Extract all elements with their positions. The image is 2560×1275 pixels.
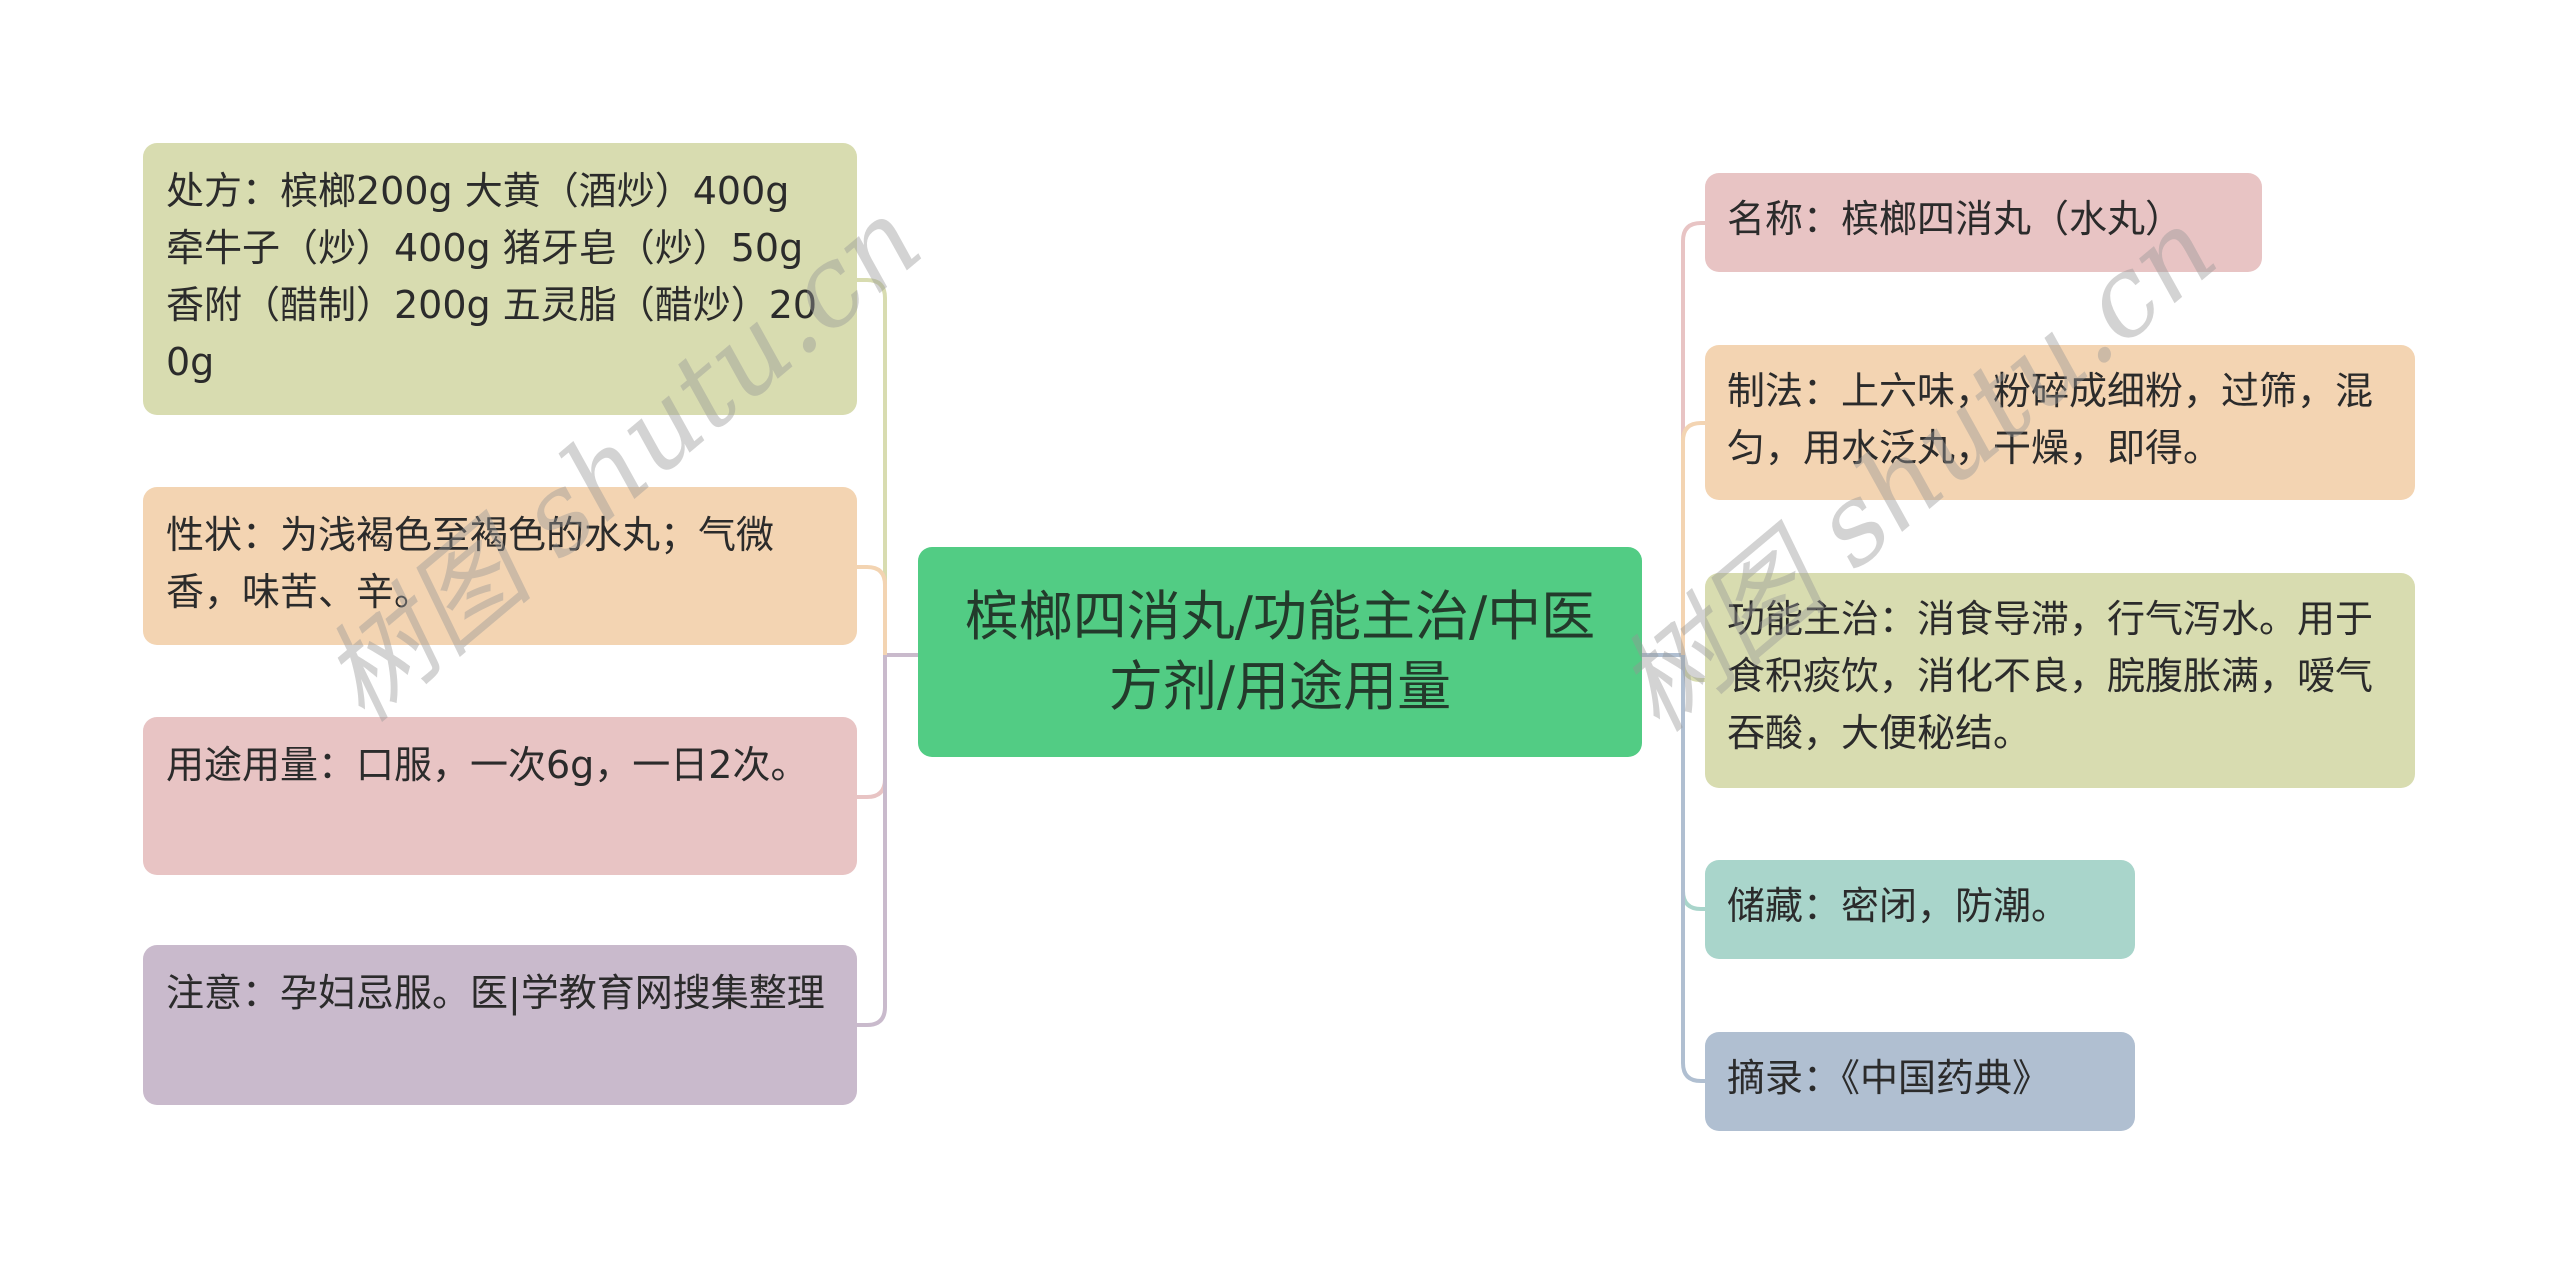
node-caution[interactable]: 注意：孕妇忌服。医|学教育网搜集整理: [143, 945, 857, 1105]
link-left-1: [857, 278, 887, 655]
node-caution-label: 注意：孕妇忌服。医|学教育网搜集整理: [166, 971, 825, 1015]
node-usage-dosage[interactable]: 用途用量：口服，一次6g，一日2次。: [143, 717, 857, 875]
node-properties-label: 性状：为浅褐色至褐色的水丸；气微香，味苦、辛。: [166, 513, 775, 614]
node-properties[interactable]: 性状：为浅褐色至褐色的水丸；气微香，味苦、辛。: [143, 487, 857, 645]
node-preparation-label: 制法：上六味，粉碎成细粉，过筛，混匀，用水泛丸，干燥，即得。: [1727, 369, 2374, 470]
link-right-1: [1681, 221, 1705, 655]
node-source-label: 摘录：《中国药典》: [1727, 1056, 2051, 1100]
link-right-5: [1681, 655, 1705, 1083]
link-right-3: [1681, 655, 1705, 682]
link-left-4: [857, 655, 887, 1027]
node-storage-label: 储藏：密闭，防潮。: [1727, 884, 2070, 928]
node-preparation[interactable]: 制法：上六味，粉碎成细粉，过筛，混匀，用水泛丸，干燥，即得。: [1705, 345, 2415, 500]
link-left-2: [857, 565, 887, 655]
node-storage[interactable]: 储藏：密闭，防潮。: [1705, 860, 2135, 959]
link-right-2: [1681, 421, 1705, 655]
node-source[interactable]: 摘录：《中国药典》: [1705, 1032, 2135, 1131]
node-name-label: 名称：槟榔四消丸（水丸）: [1727, 197, 2184, 241]
node-usage-dosage-label: 用途用量：口服，一次6g，一日2次。: [166, 743, 809, 787]
node-indications-label: 功能主治：消食导滞，行气泻水。用于食积痰饮，消化不良，脘腹胀满，嗳气吞酸，大便秘…: [1727, 597, 2374, 755]
link-left-3: [857, 655, 887, 799]
root-node[interactable]: 槟榔四消丸/功能主治/中医方剂/用途用量: [918, 547, 1642, 757]
root-node-label: 槟榔四消丸/功能主治/中医方剂/用途用量: [964, 585, 1596, 718]
node-indications[interactable]: 功能主治：消食导滞，行气泻水。用于食积痰饮，消化不良，脘腹胀满，嗳气吞酸，大便秘…: [1705, 573, 2415, 788]
node-prescription[interactable]: 处方：槟榔200g 大黄（酒炒）400g 牵牛子（炒）400g 猪牙皂（炒）50…: [143, 143, 857, 415]
node-name[interactable]: 名称：槟榔四消丸（水丸）: [1705, 173, 2262, 272]
link-right-4: [1681, 655, 1705, 911]
node-prescription-label: 处方：槟榔200g 大黄（酒炒）400g 牵牛子（炒）400g 猪牙皂（炒）50…: [166, 169, 818, 384]
